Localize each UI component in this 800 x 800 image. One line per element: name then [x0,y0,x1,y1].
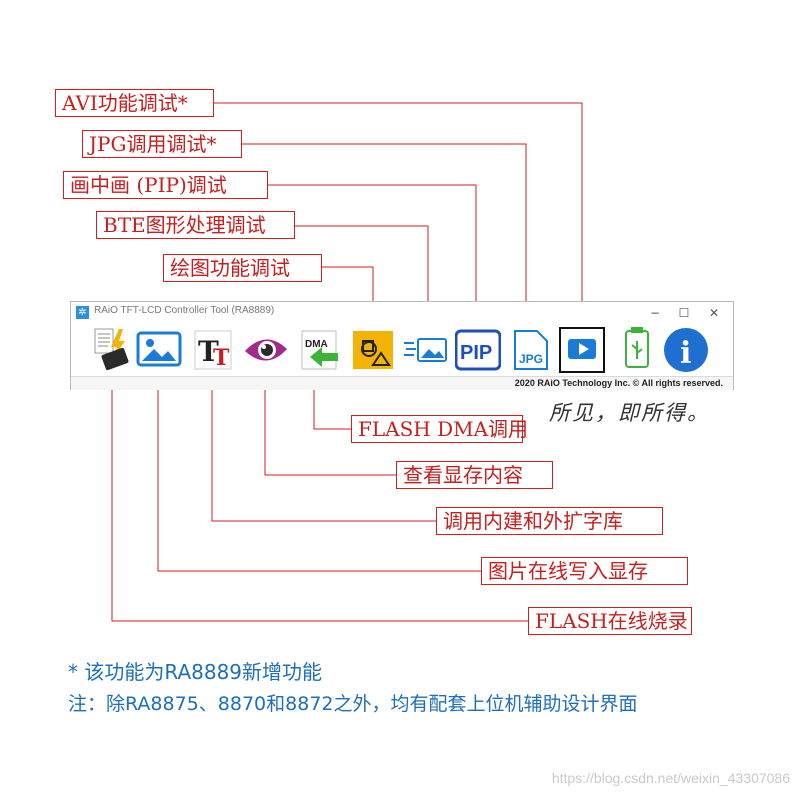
eye-icon [245,339,287,361]
dma-icon: DMA [301,330,338,370]
draw-button[interactable] [351,327,397,373]
connector-bte [295,225,429,327]
callout-pip-debug: 画中画 (PIP)调试 [63,171,268,199]
note-new-feature: * 该功能为RA8889新增功能 [68,660,323,684]
minimize-button[interactable]: − [649,306,661,320]
callout-flash-dma: FLASH DMA调用 [351,415,528,443]
status-bar: 2020 RAiO Technology Inc. © All rights r… [71,376,733,390]
font-icon: T T [194,330,232,371]
connector-font [211,372,436,522]
font-button[interactable]: T T [191,327,237,373]
info-button[interactable]: i [663,327,709,373]
toolbar: T T DMA [71,324,733,376]
connector-image [157,372,481,572]
connector-avi [214,102,583,327]
callout-image-write: 图片在线写入显存 [481,557,688,585]
callout-flash-burn: FLASH在线烧录 [528,607,692,635]
title-bar: ✲ RAiO TFT-LCD Controller Tool (RA8889) … [71,302,733,324]
svg-text:DMA: DMA [305,339,328,350]
window-title: RAiO TFT-LCD Controller Tool (RA8889) [94,305,275,316]
maximize-button[interactable]: ☐ [678,306,690,320]
slogan-text: 所见，即所得。 [549,401,710,425]
svg-text:i: i [680,336,691,371]
svg-text:T: T [198,335,219,368]
watermark-url: https://blog.csdn.net/weixin_43307086 [551,770,790,786]
connector-pip [268,184,477,327]
flash-chip-icon [94,328,129,371]
flash-burn-button[interactable] [89,327,135,373]
jpg-icon: JPG [514,330,548,370]
jpg-button[interactable]: JPG [507,327,553,373]
usb-icon [625,327,649,368]
usb-button[interactable] [614,327,660,373]
draw-shapes-icon [353,331,393,369]
image-write-button[interactable] [136,327,182,373]
bte-button[interactable] [404,327,450,373]
connector-view-mem [264,372,396,476]
copyright-text: 2020 RAiO Technology Inc. © All rights r… [514,378,723,388]
pip-icon: PIP [454,329,502,371]
close-button[interactable]: ✕ [708,306,720,320]
callout-draw-debug: 绘图功能调试 [163,254,322,282]
bte-icon [404,338,447,362]
app-logo-icon: ✲ [76,306,89,319]
callout-avi-debug: AVI功能调试* [55,89,214,117]
callout-view-memory: 查看显存内容 [396,461,553,489]
info-icon: i [664,328,708,372]
svg-text:JPG: JPG [519,352,543,366]
callout-bte-debug: BTE图形处理调试 [96,211,295,239]
avi-button[interactable] [559,327,605,373]
image-icon [136,331,182,367]
svg-text:PIP: PIP [460,342,492,364]
view-memory-button[interactable] [243,327,289,373]
flash-dma-button[interactable]: DMA [296,327,342,373]
avi-play-icon [568,339,596,359]
connector-jpg [242,143,527,327]
connector-flash-burn [111,372,528,622]
app-window: ✲ RAiO TFT-LCD Controller Tool (RA8889) … [70,301,734,390]
pip-button[interactable]: PIP [454,327,502,373]
connector-flash-dma [313,372,351,430]
callout-font-library: 调用内建和外扩字库 [436,507,663,535]
note-compatibility: 注：除RA8875、8870和8872之外，均有配套上位机辅助设计界面 [68,693,638,715]
svg-text:T: T [213,345,230,371]
callout-jpg-debug: JPG调用调试* [82,130,242,158]
